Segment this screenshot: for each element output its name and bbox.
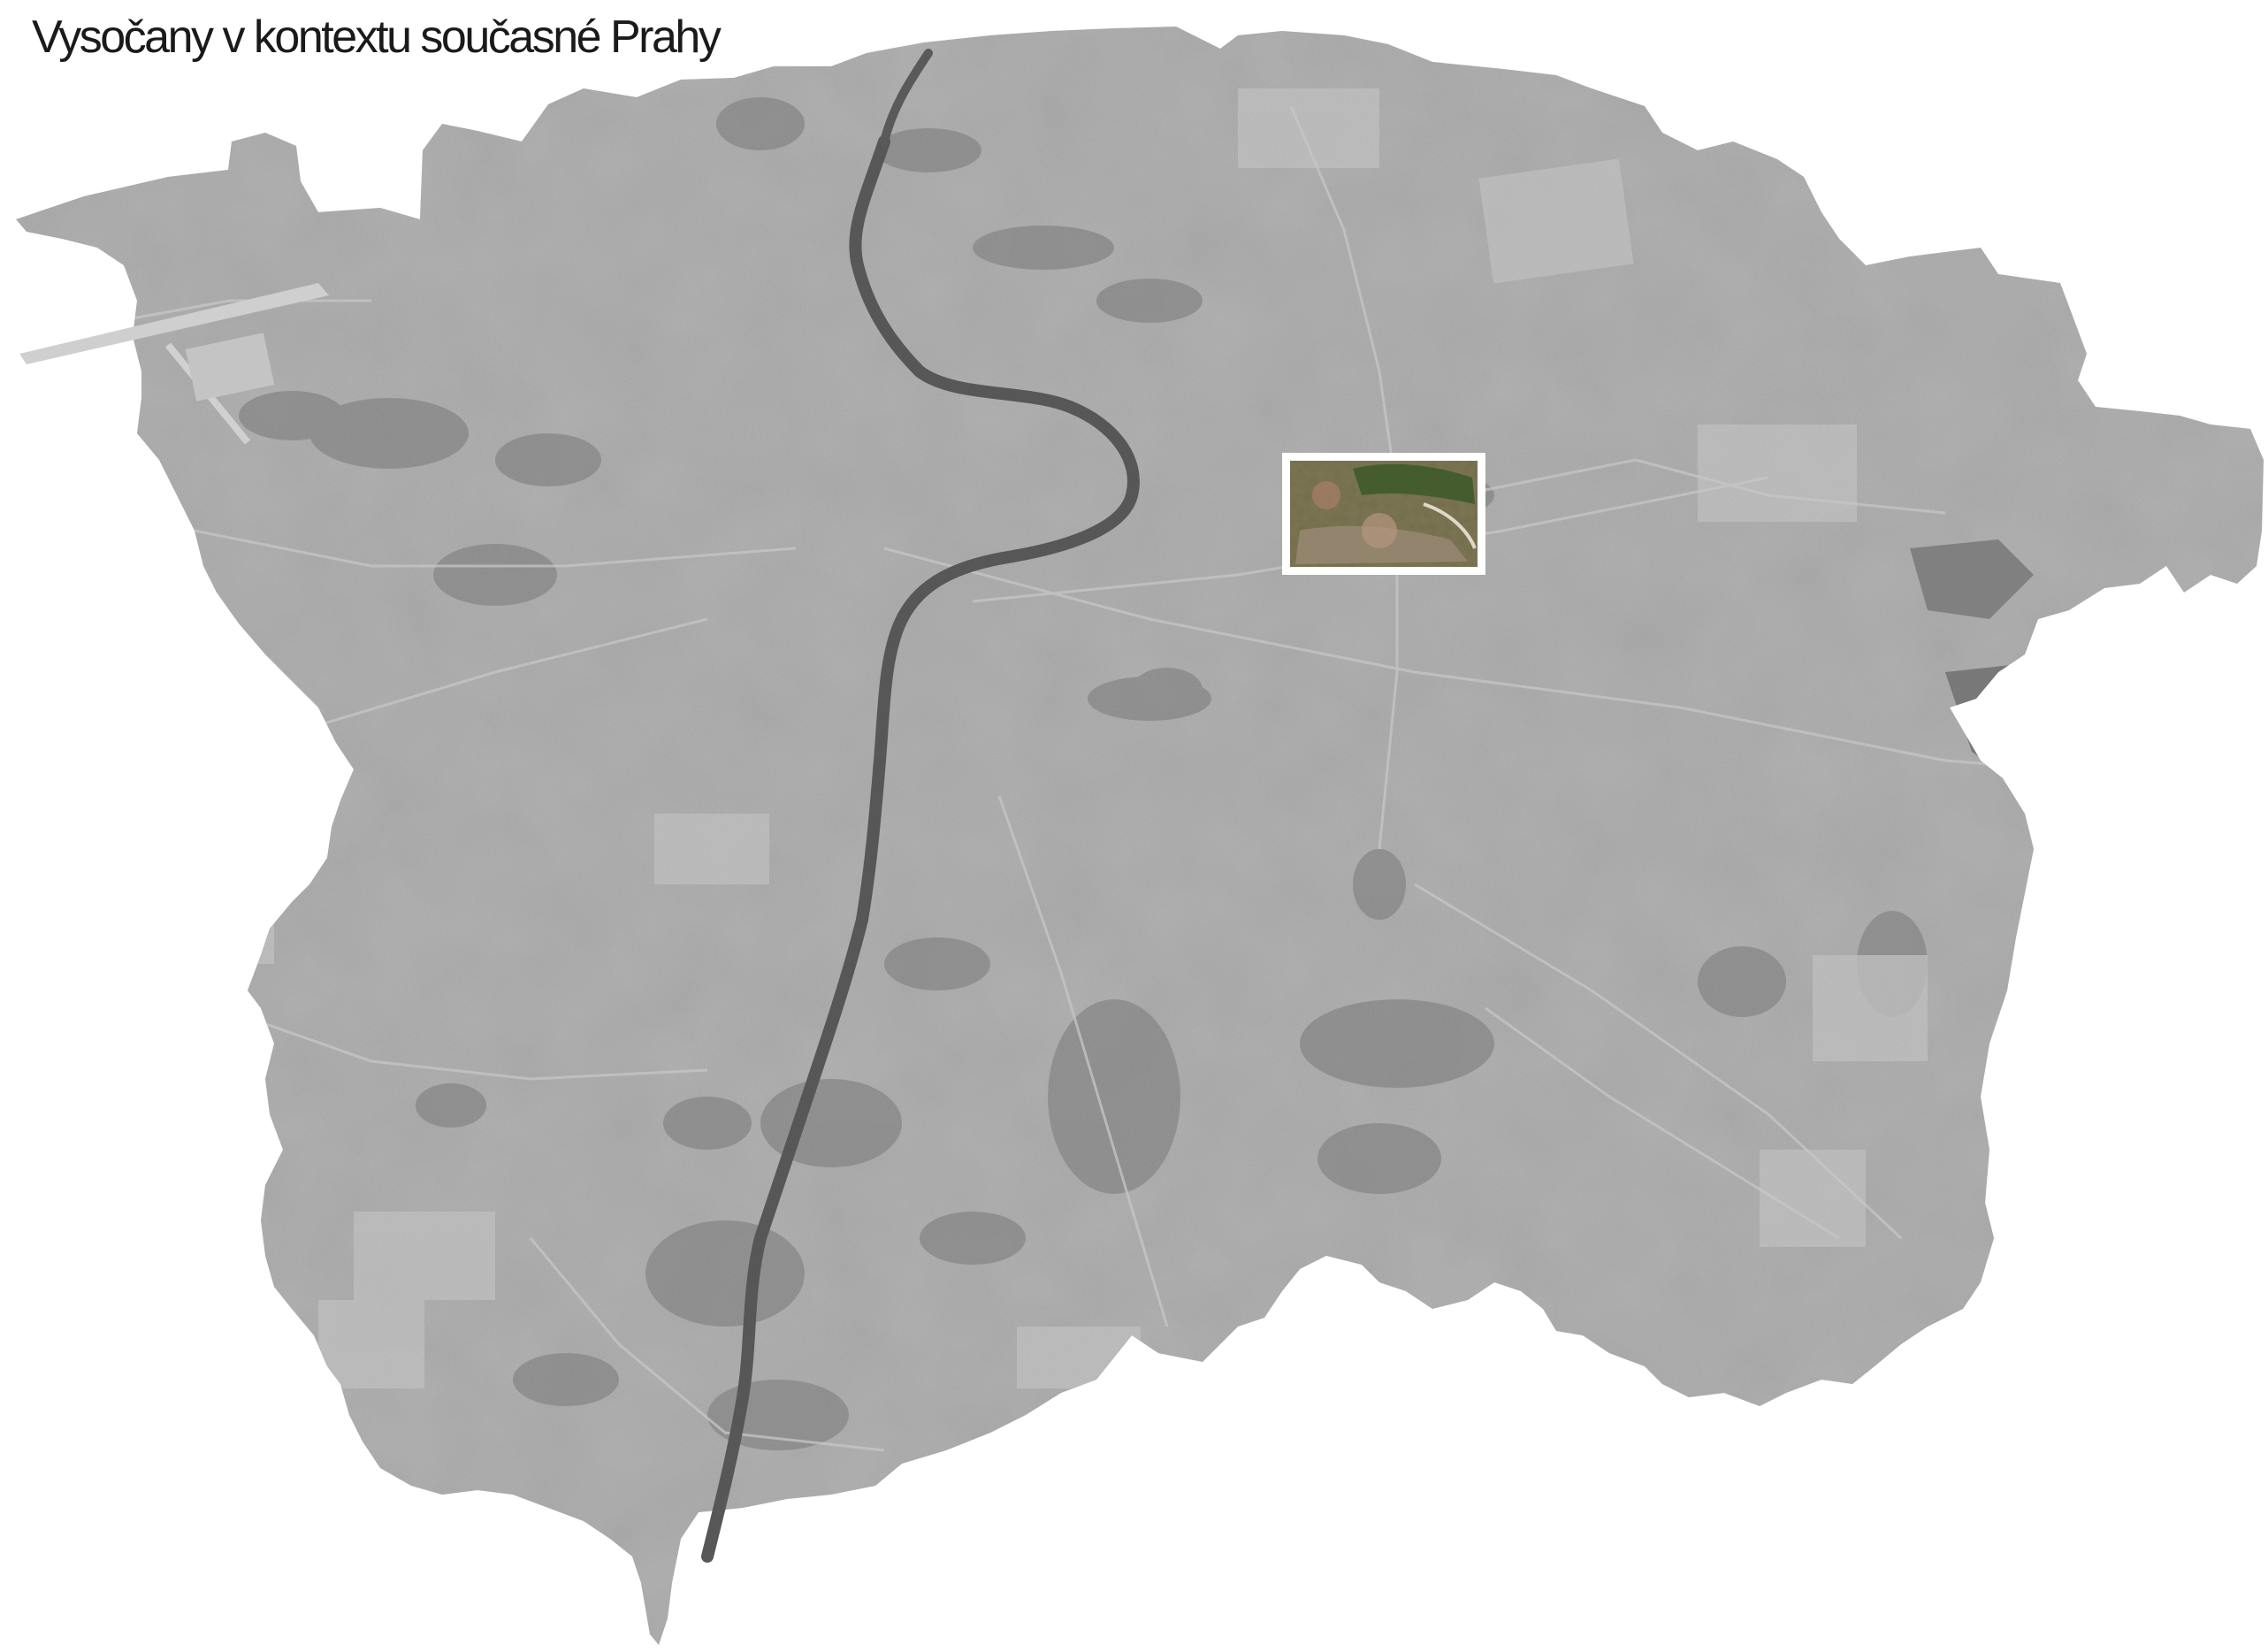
vltava-river: [701, 135, 1140, 1563]
vysocany-highlight: [1282, 453, 1485, 575]
airport-runway: [19, 283, 329, 445]
map-title: Vysočany v kontextu současné Prahy: [32, 11, 722, 63]
vysocany-color-inset: [1290, 461, 1478, 567]
